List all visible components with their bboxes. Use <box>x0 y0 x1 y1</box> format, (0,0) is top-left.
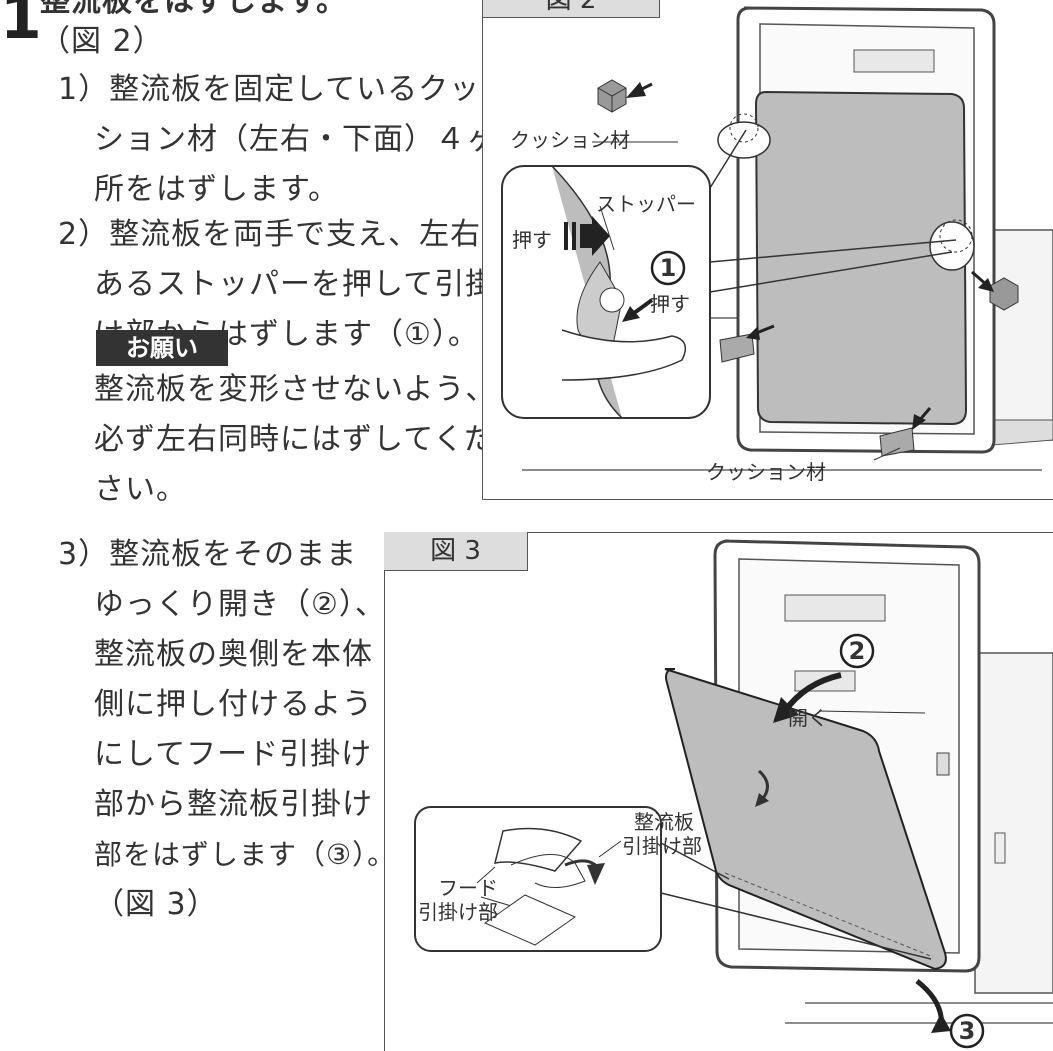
label-open: 開く <box>788 706 828 730</box>
label-hood-2: 引掛け部 <box>418 900 498 924</box>
label-hood-1: フード <box>438 876 498 900</box>
instruction-line: 部から整流板引掛け <box>94 787 373 822</box>
figure-3-tab: 図 3 <box>384 532 528 571</box>
figure-2-tab: 図 2 <box>482 0 660 18</box>
figure-3-top-border <box>384 532 1053 533</box>
notice-line: 整流板を変形させないよう、 <box>94 372 497 407</box>
instruction-line: ゆっくり開き（②）、 <box>94 587 386 622</box>
instruction-line: 部をはずします（③）。 <box>94 838 397 871</box>
instruction-line: あるストッパーを押して引掛 <box>94 267 497 302</box>
step-figure-ref: （図 2） <box>40 24 164 59</box>
figure-3-illustration <box>414 539 1053 1049</box>
label-push-left: 押す <box>512 228 552 252</box>
marker-1: 1 <box>659 254 677 282</box>
instruction-line: 側に押し付けるよう <box>94 687 373 722</box>
instruction-line: 2）整流板を両手で支え、左右に <box>58 217 513 252</box>
instruction-2: 2）整流板を両手で支え、左右に あるストッパーを押して引掛 け部からはずします（… <box>58 215 512 355</box>
instruction-3: 3）整流板をそのまま ゆっくり開き（②）、 整流板の奥側を本体 側に押し付けるよ… <box>58 535 397 925</box>
step-number: 1 <box>0 0 42 53</box>
figure-3-left-border <box>384 532 385 1051</box>
notice-line: さい。 <box>94 472 187 507</box>
label-plate-1: 整流板 <box>634 810 694 834</box>
step-title: 整流板をはずします。 <box>40 0 347 19</box>
marker-3: 3 <box>958 1017 976 1045</box>
instruction-line: 3）整流板をそのまま <box>58 537 358 572</box>
instruction-line: 整流板の奥側を本体 <box>94 637 373 672</box>
label-plate-2: 引掛け部 <box>622 834 702 858</box>
instruction-line: 所をはずします。 <box>94 172 339 207</box>
instruction-line: 1）整流板を固定しているクッ <box>58 72 481 107</box>
label-push: 押す <box>650 292 690 316</box>
notice-badge: お願い <box>96 330 228 366</box>
label-cushion-bottom: クッション材 <box>706 460 826 484</box>
marker-2: 2 <box>848 637 866 665</box>
instruction-line: （図 3） <box>94 887 218 922</box>
notice-text: 整流板を変形させないよう、 必ず左右同時にはずしてくだ さい。 <box>94 370 496 510</box>
instruction-1: 1）整流板を固定しているクッ ション材（左右・下面）４ヶ 所をはずします。 <box>58 70 497 210</box>
instruction-line: にしてフード引掛け <box>94 737 373 772</box>
notice-line: 必ず左右同時にはずしてくだ <box>94 422 496 457</box>
label-cushion-top: クッション材 <box>510 128 630 152</box>
instruction-line: ション材（左右・下面）４ヶ <box>94 122 497 157</box>
figure-2-illustration <box>501 6 1053 471</box>
label-stopper: ストッパー <box>596 192 696 216</box>
